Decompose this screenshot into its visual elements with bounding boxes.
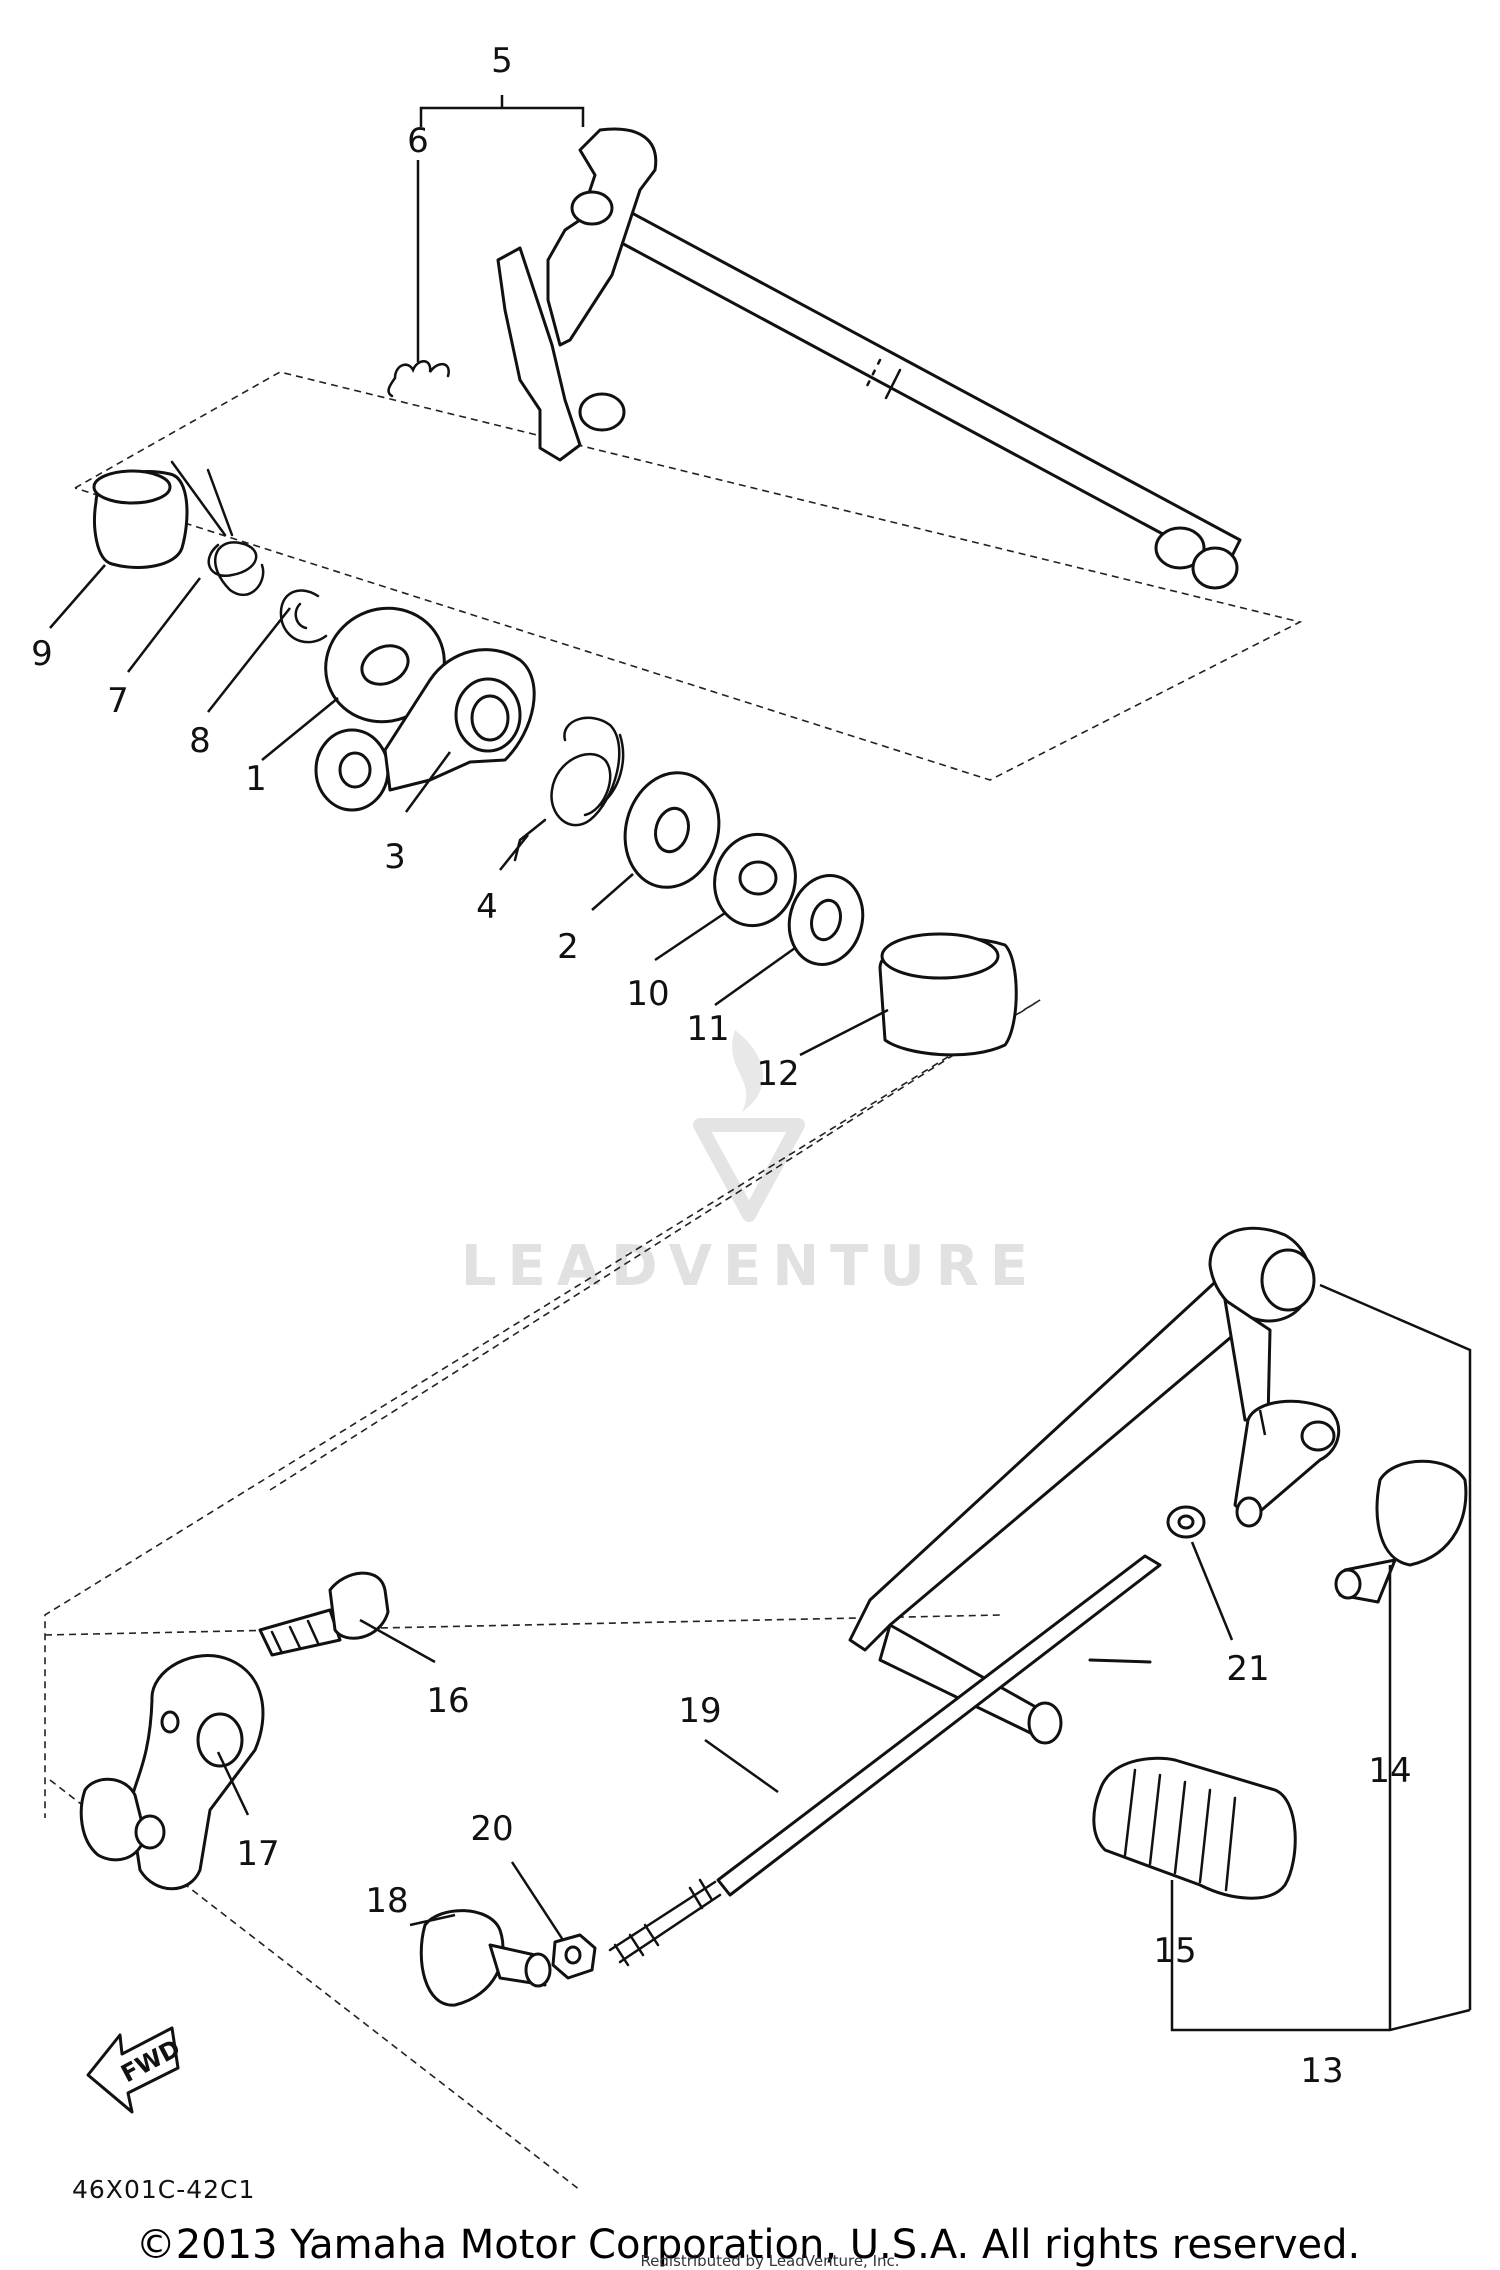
- part-11-washer: [787, 874, 865, 966]
- callout-13: 13: [1300, 2051, 1343, 2091]
- callout-21: 21: [1226, 1649, 1269, 1689]
- part-20-nut: [551, 1933, 597, 1980]
- part-12-collar: [878, 932, 1018, 1057]
- callout-18: 18: [365, 1881, 408, 1921]
- callout-labels: 1 2 3 4 5 6 7 8 9 10 11 12 13 14 15 16 1…: [31, 41, 1411, 2091]
- part-2-washer: [623, 771, 721, 889]
- callout-5: 5: [491, 41, 513, 81]
- callout-6: 6: [407, 121, 429, 161]
- fwd-direction-arrow: FWD: [86, 2026, 185, 2114]
- part-8-circlip: [279, 589, 328, 644]
- part-17-shift-arm: [79, 1654, 265, 1891]
- callout-9: 9: [31, 634, 53, 674]
- callout-4: 4: [476, 887, 498, 927]
- part-16-bolt: [258, 1571, 390, 1657]
- shift-shaft-assembly: [387, 127, 1242, 590]
- callout-2: 2: [557, 927, 579, 967]
- part-10-bearing: [713, 832, 797, 928]
- callout-17: 17: [236, 1834, 279, 1874]
- part-1-washer: [324, 606, 446, 724]
- shift-lever-assembly: [848, 1226, 1468, 1900]
- part-19-shift-rod: [608, 1554, 1162, 1967]
- watermark-text: LEADVENTURE: [461, 1234, 1039, 1299]
- copyright-notice: ©2013 Yamaha Motor Corporation, U.S.A. A…: [136, 2222, 1361, 2268]
- leadventure-watermark: LEADVENTURE: [461, 1030, 1039, 1299]
- callout-16: 16: [426, 1681, 469, 1721]
- callout-11: 11: [686, 1009, 729, 1049]
- part-9-collar: [92, 469, 189, 569]
- callout-1: 1: [245, 759, 267, 799]
- callout-14: 14: [1368, 1751, 1411, 1791]
- credit-line: Redistributed by LeadVenture, Inc.: [640, 2252, 899, 2270]
- callout-20: 20: [470, 1809, 513, 1849]
- callout-19: 19: [678, 1691, 721, 1731]
- part-3-shift-arm: [314, 648, 536, 812]
- callout-15: 15: [1153, 1931, 1196, 1971]
- callout-12: 12: [756, 1054, 799, 1094]
- callout-7: 7: [107, 681, 129, 721]
- part-4-return-spring: [513, 716, 625, 862]
- part-code: 46X01C-42C1: [72, 2175, 255, 2204]
- part-7-spring: [170, 460, 265, 597]
- callout-8: 8: [189, 721, 211, 761]
- callout-3: 3: [384, 837, 406, 877]
- part-18-rod-end: [419, 1909, 552, 2007]
- leader-lines: [49, 95, 1472, 2032]
- callout-10: 10: [626, 974, 669, 1014]
